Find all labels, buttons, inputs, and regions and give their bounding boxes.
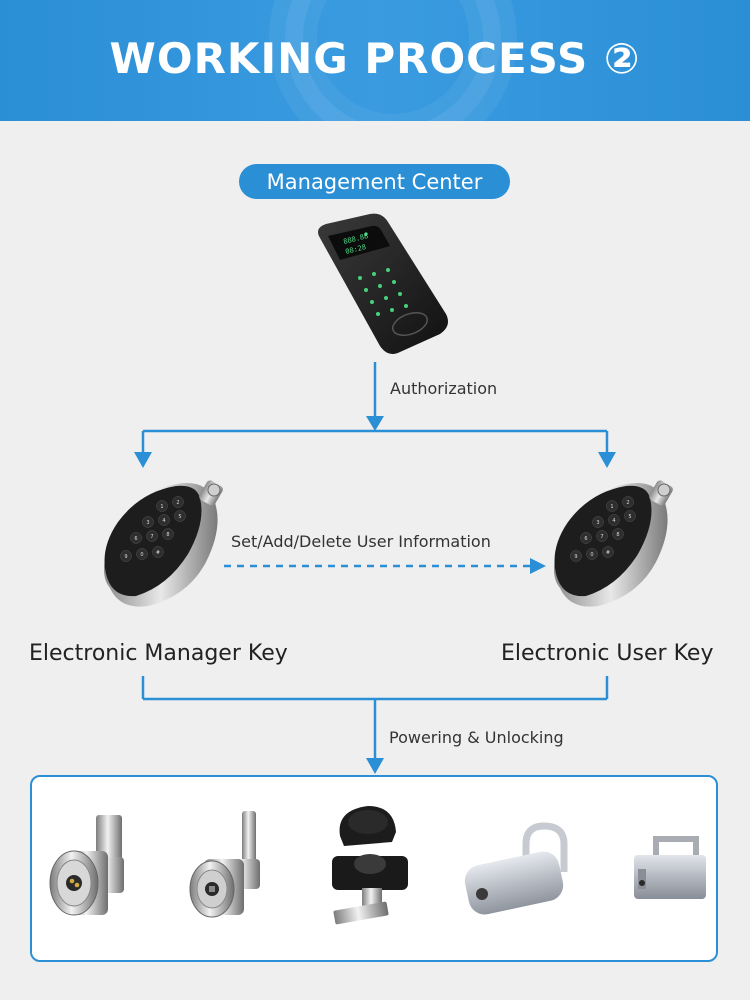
powering-unlocking-label: Powering & Unlocking <box>389 728 564 747</box>
management-center-badge: Management Center <box>239 164 510 199</box>
svg-text:4: 4 <box>162 518 165 524</box>
left-branch-arrowhead <box>134 452 152 468</box>
authorization-label: Authorization <box>390 379 498 398</box>
set-add-delete-label: Set/Add/Delete User Information <box>231 532 491 551</box>
manager-key-label: Electronic Manager Key <box>29 641 288 666</box>
page-title: WORKING PROCESS ② <box>109 34 641 83</box>
authorization-arrowhead <box>366 416 384 431</box>
svg-text:8: 8 <box>166 532 169 538</box>
electronic-key-icon: 1 2 3 4 5 6 7 8 9 0 # <box>554 480 673 607</box>
covered-cam-lock-icon <box>332 806 408 925</box>
padlock-icon <box>464 822 568 915</box>
svg-text:5: 5 <box>628 514 631 520</box>
svg-text:3: 3 <box>596 520 599 526</box>
svg-text:1: 1 <box>160 504 163 510</box>
svg-text:9: 9 <box>574 554 577 560</box>
svg-text:0: 0 <box>590 552 593 558</box>
transfer-arrowhead <box>530 558 546 574</box>
svg-text:#: # <box>156 550 160 556</box>
svg-text:8: 8 <box>616 532 619 538</box>
handheld-programmer-icon: 888.88 08:28 <box>318 213 448 354</box>
svg-text:2: 2 <box>176 500 179 506</box>
svg-text:0: 0 <box>140 552 143 558</box>
small-padlock-icon <box>634 836 706 899</box>
svg-text:5: 5 <box>178 514 181 520</box>
svg-text:7: 7 <box>150 534 153 540</box>
svg-text:7: 7 <box>600 534 603 540</box>
powering-arrowhead <box>366 758 384 774</box>
svg-text:#: # <box>606 550 610 556</box>
cam-lock-round-icon <box>189 811 260 918</box>
svg-text:6: 6 <box>134 536 137 542</box>
svg-text:2: 2 <box>626 500 629 506</box>
svg-text:9: 9 <box>124 554 127 560</box>
svg-text:4: 4 <box>612 518 615 524</box>
electronic-key-icon: 1 2 3 4 5 6 7 8 9 0 # <box>104 480 223 607</box>
right-branch-arrowhead <box>598 452 616 468</box>
header-banner: WORKING PROCESS ② <box>0 0 750 121</box>
svg-text:1: 1 <box>610 504 613 510</box>
svg-text:3: 3 <box>146 520 149 526</box>
user-key-label: Electronic User Key <box>501 641 714 666</box>
locks-panel <box>30 775 718 962</box>
svg-text:6: 6 <box>584 536 587 542</box>
cam-lock-icon <box>49 815 124 916</box>
